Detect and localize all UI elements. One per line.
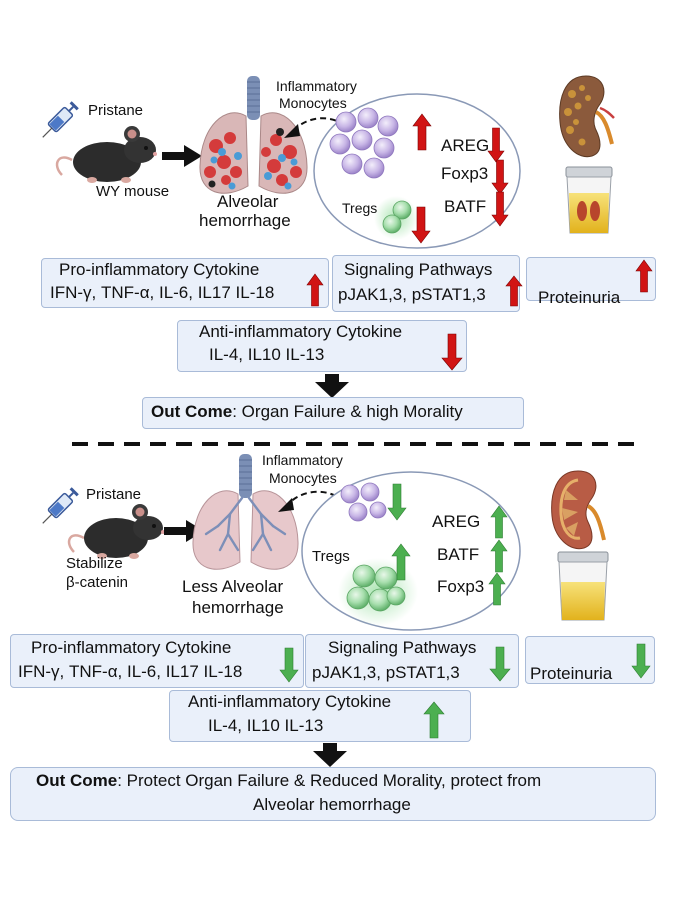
monocyte-cell-icon-bottom <box>340 482 387 522</box>
batf-down-arrow <box>491 191 509 227</box>
outcome-text-top: Out Come: Organ Failure & high Morality <box>151 402 463 422</box>
signaling-box-bottom <box>305 634 519 688</box>
outcome-label-bottom: Out Come <box>36 771 118 790</box>
anti-inflammatory-list-bottom: IL-4, IL10 IL-13 <box>208 716 324 735</box>
signaling-box-top <box>332 255 520 312</box>
pro-inflammatory-title-top: Pro-inflammatory Cytokine <box>59 260 260 279</box>
monocyte-down-arrow-bottom <box>387 483 407 521</box>
batf-label: BATF <box>444 197 487 216</box>
foxp3-label: Foxp3 <box>441 164 489 183</box>
anti-inflammatory-box-top <box>177 320 467 372</box>
proteinuria-up-arrow-top <box>635 259 653 293</box>
lung-label-line1: Alveolar <box>217 192 279 211</box>
areg-label-bottom: AREG <box>432 512 481 531</box>
outcome-text-bottom-line2: Alveolar hemorrhage <box>253 795 411 814</box>
foxp3-up-arrow-bottom <box>488 572 506 606</box>
outcome-label-top: Out Come <box>151 402 233 421</box>
areg-up-arrow-bottom <box>490 505 508 539</box>
batf-up-arrow-bottom <box>490 539 508 573</box>
proteinuria-down-arrow-bottom <box>631 643 651 679</box>
lung-label-line2: hemorrhage <box>199 211 291 230</box>
pro-inflammatory-list-bottom: IFN-γ, TNF-α, IL-6, IL17 IL-18 <box>18 662 243 681</box>
pro-inflammatory-up-arrow-top <box>306 273 324 307</box>
lung-icon-bottom <box>192 454 299 570</box>
inflammatory-monocytes-label-line2: Monocytes <box>279 95 347 111</box>
proteinuria-label-top: Proteinuria <box>538 288 621 307</box>
signaling-list-bottom: pJAK1,3, pSTAT1,3 <box>312 663 460 682</box>
dashed-arrow-monocytes <box>284 117 353 138</box>
mouse-icon-bottom <box>67 504 165 559</box>
syringe-icon <box>42 101 79 138</box>
urine-cup-icon-bottom <box>557 551 609 621</box>
arrow-to-outcome-top <box>315 374 349 398</box>
urine-cup-icon <box>565 166 613 234</box>
tregs-label-bottom: Tregs <box>312 548 350 565</box>
monocyte-cell-icon <box>329 107 399 179</box>
foxp3-down-arrow <box>491 159 509 195</box>
treg-up-arrow-bottom <box>391 543 411 581</box>
anti-inflammatory-up-arrow-bottom <box>423 701 445 739</box>
signaling-title-bottom: Signaling Pathways <box>328 638 477 657</box>
kidney-icon-bottom <box>551 470 606 550</box>
pristane-label: Pristane <box>88 102 144 119</box>
anti-inflammatory-box-bottom <box>169 690 471 742</box>
arrow-mouse-to-lung <box>162 145 202 167</box>
treg-down-arrow <box>411 206 431 244</box>
areg-down-arrow <box>487 127 505 163</box>
treg-cell-icon <box>374 196 418 240</box>
lung-label-line2-bottom: hemorrhage <box>192 598 284 617</box>
mouse-strain-label: WY mouse <box>96 183 170 200</box>
monocyte-up-arrow <box>412 113 432 151</box>
signaling-title-top: Signaling Pathways <box>344 260 493 279</box>
panel-divider <box>72 442 640 446</box>
outcome-value-bottom-line1: : Protect Organ Failure & Reduced Morali… <box>117 771 542 790</box>
signaling-list-top: pJAK1,3, pSTAT1,3 <box>338 285 486 304</box>
proteinuria-box-top <box>526 257 656 301</box>
pristane-label-bottom: Pristane <box>86 486 142 503</box>
stabilize-label-line2: β-catenin <box>66 574 128 591</box>
anti-inflammatory-list-top: IL-4, IL10 IL-13 <box>209 345 325 364</box>
outcome-box-bottom <box>10 767 656 821</box>
pro-inflammatory-box-top <box>41 258 329 308</box>
pro-inflammatory-down-arrow-bottom <box>279 647 299 683</box>
inflammatory-monocytes-label-line2-bottom: Monocytes <box>269 470 337 486</box>
proteinuria-label-bottom: Proteinuria <box>530 664 613 683</box>
stabilize-label-line1: Stabilize <box>66 555 123 572</box>
areg-label: AREG <box>441 136 490 155</box>
pro-inflammatory-box-bottom <box>10 634 304 688</box>
tregs-label: Tregs <box>342 200 378 216</box>
inflammatory-monocytes-label-line1-bottom: Inflammatory <box>262 452 343 468</box>
arrow-to-outcome-bottom <box>313 743 347 767</box>
outcome-box-top <box>142 397 524 429</box>
kidney-icon <box>559 75 615 158</box>
anti-inflammatory-down-arrow-top <box>441 333 463 371</box>
signaling-down-arrow-bottom <box>489 646 511 682</box>
pro-inflammatory-title-bottom: Pro-inflammatory Cytokine <box>31 638 232 657</box>
outcome-text-bottom-line1: Out Come: Protect Organ Failure & Reduce… <box>36 771 541 791</box>
pro-inflammatory-list-top: IFN-γ, TNF-α, IL-6, IL17 IL-18 <box>50 283 275 302</box>
foxp3-label-bottom: Foxp3 <box>437 577 485 596</box>
signaling-up-arrow-top <box>505 275 523 307</box>
mouse-icon <box>55 126 157 183</box>
batf-label-bottom: BATF <box>437 545 480 564</box>
outcome-value-top: : Organ Failure & high Morality <box>232 402 463 421</box>
inflammatory-monocytes-label-line1: Inflammatory <box>276 78 357 94</box>
lung-label-line1-bottom: Less Alveolar <box>182 577 284 596</box>
anti-inflammatory-title-bottom: Anti-inflammatory Cytokine <box>188 692 392 711</box>
anti-inflammatory-title-top: Anti-inflammatory Cytokine <box>199 322 403 341</box>
syringe-icon-bottom <box>42 487 79 524</box>
proteinuria-box-bottom <box>525 636 655 684</box>
